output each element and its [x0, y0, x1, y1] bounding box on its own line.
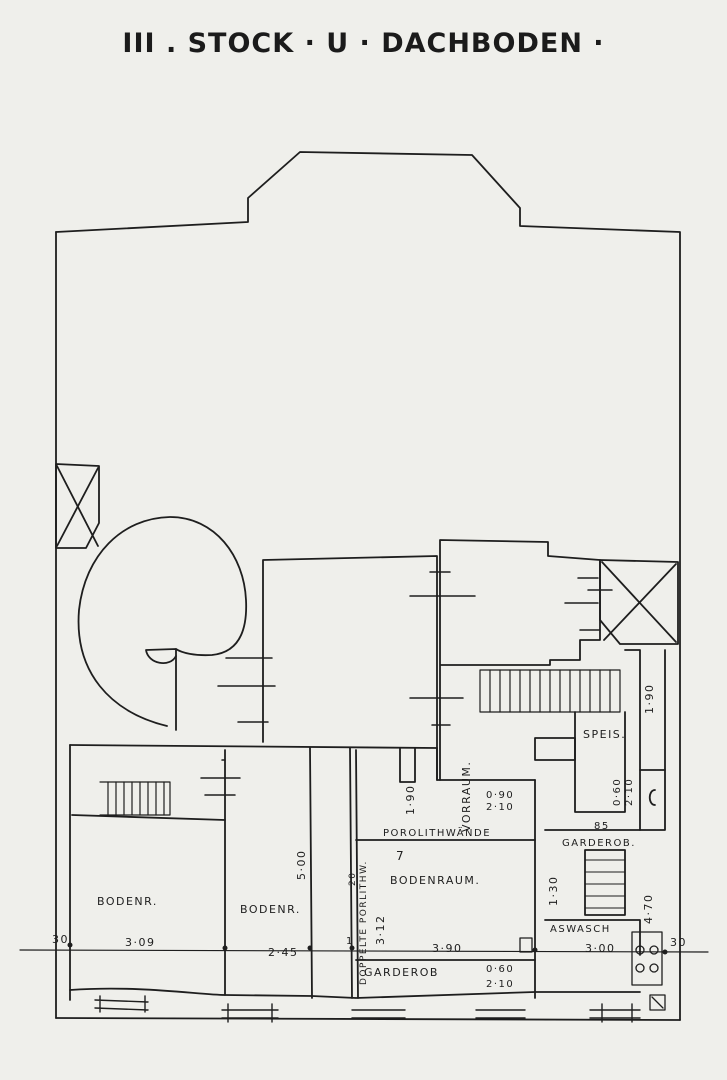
dimension-ticks	[67, 942, 668, 955]
upper-right-block	[439, 539, 601, 781]
dim-30-right: 30	[670, 936, 687, 949]
dim-3-12: 3·12	[374, 915, 387, 946]
dim-3-90: 3·90	[432, 942, 463, 955]
partition-6	[399, 747, 416, 783]
lower-front-wall	[69, 987, 641, 999]
partition-3	[349, 747, 359, 999]
dim-3-00: 3·00	[585, 942, 616, 955]
dim-1-30: 1·30	[547, 876, 560, 907]
outer-wall-outline	[55, 151, 681, 1021]
main-wall-upper-2	[436, 747, 536, 781]
dim-2-10: 2·10	[624, 778, 635, 806]
washstand	[631, 931, 666, 1011]
dim-20: 20	[348, 872, 358, 886]
garderob-hatch	[584, 859, 626, 909]
spiral-stair	[77, 516, 247, 727]
dim-3-09: 3·09	[125, 936, 156, 949]
main-wall-upper	[69, 744, 438, 749]
kitchen-wall	[544, 829, 641, 956]
dim-1-90-left: 1·90	[404, 785, 417, 816]
partition-8	[534, 737, 576, 761]
note-porolithwande: POROLITHWÄNDE	[383, 826, 491, 839]
room-label-bodenr-2: BODENR.	[240, 903, 301, 916]
chimney-right	[599, 559, 679, 645]
garderob-bottom-box	[355, 959, 536, 999]
dim-85: 85	[594, 821, 610, 832]
dim-30-left: 30	[52, 933, 69, 946]
dim-0-90: 0·90	[486, 790, 514, 801]
room-labels: BODENR. BODENR. BODENRAUM. VORRAUM. SPEI…	[97, 728, 636, 985]
dim-4-70: 4·70	[642, 894, 655, 925]
room-label-garderob-right: GARDEROB.	[562, 838, 636, 849]
stair-treads-right	[479, 669, 621, 713]
dimension-line-main	[19, 949, 709, 953]
partition-7	[574, 711, 626, 813]
small-flue	[519, 937, 533, 953]
dim-0-60: 0·60	[612, 778, 623, 806]
bottom-outer-wall	[55, 1017, 681, 1021]
windows-bottom	[94, 995, 641, 1023]
dim-2-10-c: 2·10	[486, 979, 514, 990]
wall-left-horizontal	[71, 814, 226, 821]
dim-2-45: 2·45	[268, 946, 299, 959]
room-label-vorraum: VORRAUM.	[460, 761, 473, 832]
room-label-bodenr-1: BODENR.	[97, 895, 158, 908]
central-block	[262, 555, 438, 781]
dimension-labels: 30 3·09 2·45 5·00 3·12 3·90 3·00 30 1·90…	[52, 684, 687, 991]
dim-0-60-b: 0·60	[486, 964, 514, 975]
room-label-speis: SPEIS.	[583, 728, 626, 741]
dim-2-10-b: 2·10	[486, 802, 514, 813]
stair-treads-left	[99, 781, 171, 816]
room-label-garderob-bottom: GARDEROB	[364, 966, 439, 979]
dim-7: 7	[396, 849, 405, 863]
partition-2	[309, 747, 313, 999]
note-doppelte-porolith: DOPPELTE PORLITHW.	[359, 860, 369, 985]
page-title: III . STOCK · U · DACHBODEN ·	[122, 28, 605, 59]
tick-marks	[200, 571, 613, 796]
dim-1-left: 1	[346, 936, 354, 947]
dim-1-90-right: 1·90	[643, 684, 656, 715]
chimney-left	[55, 463, 100, 549]
garderob-box	[584, 849, 626, 916]
dim-5-00: 5·00	[295, 850, 308, 881]
room-label-aswasch: ASWASCH	[550, 924, 611, 935]
partition-10	[639, 769, 666, 806]
room-label-bodenraum: BODENRAUM.	[390, 874, 480, 887]
